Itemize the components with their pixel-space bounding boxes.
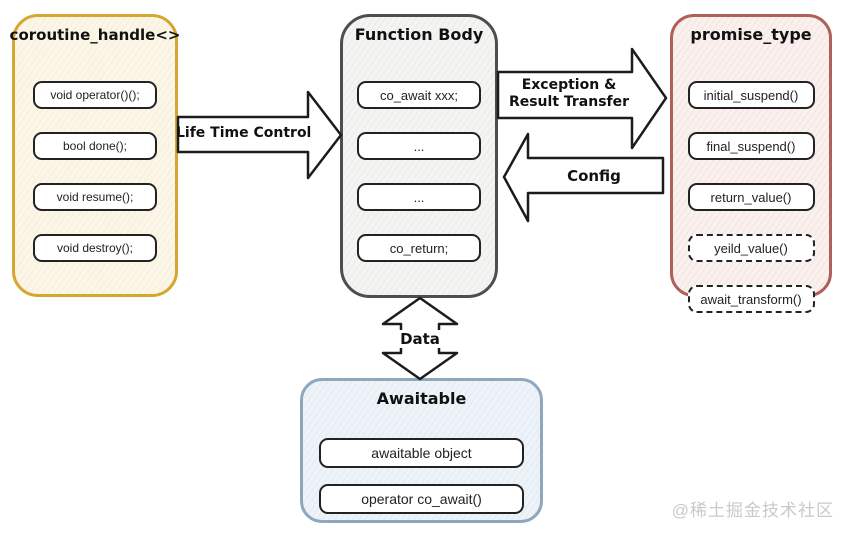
method-void-destroy: void destroy();: [33, 234, 157, 262]
method-yeild-value: yeild_value(): [687, 234, 815, 262]
exception-label-line1: Exception &: [521, 77, 617, 93]
exception-result-transfer-label: Exception & Result Transfer: [499, 77, 639, 111]
life-time-control-label: Life Time Control: [176, 125, 312, 141]
method-return-value: return_value(): [687, 183, 815, 211]
method-final-suspend: final_suspend(): [687, 132, 815, 160]
method-await-transform: await_transform(): [687, 285, 815, 313]
stmt-ellipsis-1: ...: [357, 132, 481, 160]
method-void-operator: void operator()();: [33, 81, 157, 109]
awaitable-box: Awaitable awaitable object operator co_a…: [300, 378, 543, 523]
exception-label-line2: Result Transfer: [508, 94, 630, 110]
data-label: Data: [392, 330, 448, 348]
method-void-resume: void resume();: [33, 183, 157, 211]
promise-type-title: promise_type: [690, 25, 812, 44]
method-bool-done: bool done();: [33, 132, 157, 160]
stmt-ellipsis-2: ...: [357, 183, 481, 211]
config-label: Config: [567, 167, 621, 185]
awaitable-object-item: awaitable object: [319, 438, 524, 468]
coroutine-handle-title: coroutine_handle<>: [9, 26, 181, 44]
operator-co-await-item: operator co_await(): [319, 484, 524, 514]
function-body-box: Function Body co_await xxx; ... ... co_r…: [340, 14, 498, 298]
method-initial-suspend: initial_suspend(): [687, 81, 815, 109]
stmt-co-return: co_return;: [357, 234, 481, 262]
awaitable-title: Awaitable: [376, 389, 467, 408]
stmt-co-await: co_await xxx;: [357, 81, 481, 109]
function-body-title: Function Body: [354, 25, 484, 44]
coroutine-handle-box: coroutine_handle<> void operator()(); bo…: [9, 14, 181, 297]
promise-type-box: promise_type initial_suspend() final_sus…: [670, 14, 832, 313]
watermark: @稀土掘金技术社区: [671, 501, 834, 520]
